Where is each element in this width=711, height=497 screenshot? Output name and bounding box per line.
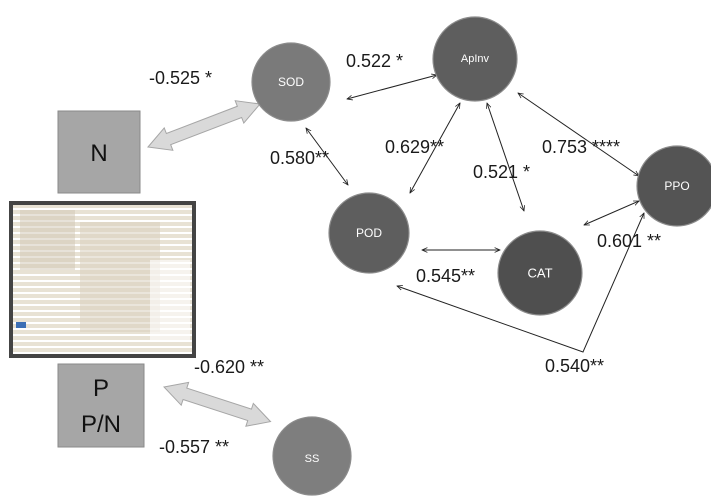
plant-photo xyxy=(9,201,196,358)
label-cat-ppo: 0.601 ** xyxy=(597,231,661,251)
p-box xyxy=(57,363,145,448)
node-apinv-label: ApInv xyxy=(461,53,490,65)
node-ss: SS xyxy=(272,416,352,496)
n-sod-wide-arrow xyxy=(147,100,262,151)
edge-apinv-ppo xyxy=(518,93,639,176)
label-sod-apinv: 0.522 * xyxy=(346,51,403,71)
node-sod-label: SOD xyxy=(278,75,304,89)
edge-pod-ppo xyxy=(397,213,645,353)
node-sod: SOD xyxy=(251,42,331,122)
node-ppo-label: PPO xyxy=(664,179,689,193)
label-pod-ppo: 0.540** xyxy=(545,356,604,376)
n-box-label: N xyxy=(90,140,107,167)
label-n-sod: -0.525 * xyxy=(149,68,212,88)
p-ss-wide-arrow xyxy=(163,381,272,427)
node-pod-label: POD xyxy=(356,226,382,240)
edge-apinv-cat xyxy=(487,103,524,211)
node-cat: CAT xyxy=(497,230,583,316)
edge-sod-pod xyxy=(306,128,348,185)
node-apinv: ApInv xyxy=(432,16,518,102)
edge-cat-ppo xyxy=(584,200,639,226)
label-apinv-ppo: 0.753 **** xyxy=(542,137,620,157)
n-box xyxy=(57,110,141,194)
node-cat-label: CAT xyxy=(527,265,552,280)
edge-sod-apinv xyxy=(347,75,437,99)
label-p-ss-top: -0.620 ** xyxy=(194,357,264,377)
p-box-label-line2: P/N xyxy=(81,411,121,438)
node-pod: POD xyxy=(328,192,410,274)
node-ss-label: SS xyxy=(305,453,320,465)
label-sod-pod: 0.580** xyxy=(270,148,329,168)
node-ppo: PPO xyxy=(636,145,711,227)
label-pod-cat: 0.545** xyxy=(416,266,475,286)
label-apinv-cat: 0.521 * xyxy=(473,162,530,182)
label-p-ss-bottom: -0.557 ** xyxy=(159,437,229,457)
p-box-label-line1: P xyxy=(93,375,109,402)
edge-apinv-pod xyxy=(410,103,460,193)
label-apinv-pod: 0.629** xyxy=(385,137,444,157)
